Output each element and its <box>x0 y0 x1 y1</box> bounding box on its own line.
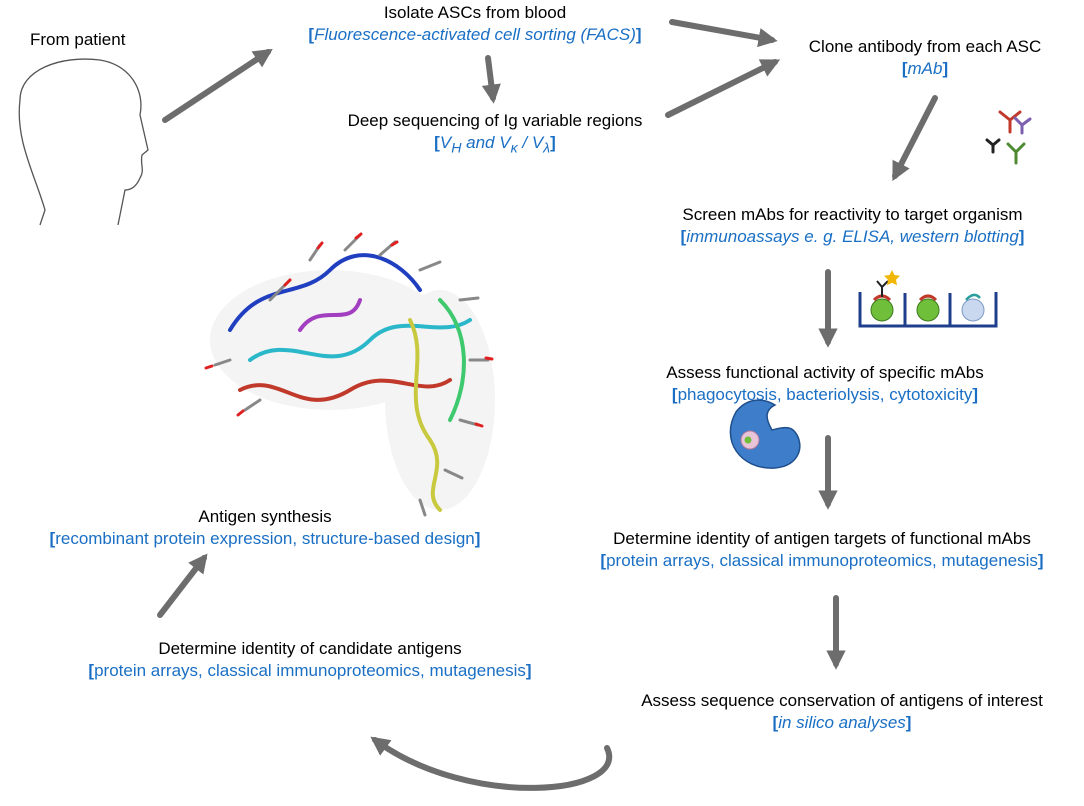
step-conservation-title: Assess sequence conservation of antigens… <box>641 691 1043 710</box>
step-sequence-title: Deep sequencing of Ig variable regions <box>347 111 643 130</box>
arrow-conservation-to-candidates <box>370 736 613 791</box>
step-identity-targets: Determine identity of antigen targets of… <box>560 528 1084 572</box>
step-conservation: Assess sequence conservation of antigens… <box>600 690 1084 734</box>
step-clone-method: [mAb] <box>901 59 949 78</box>
arrows <box>157 19 938 791</box>
arrow-clone-to-screen <box>892 95 938 182</box>
arrow-sequence-to-clone <box>665 59 781 118</box>
step-synthesis-title: Antigen synthesis <box>198 507 332 526</box>
step-synthesis: Antigen synthesis [recombinant protein e… <box>0 506 530 550</box>
step-sequence-method: [VH and Vκ / Vλ] <box>434 133 556 157</box>
step-assess: Assess functional activity of specific m… <box>620 362 1030 406</box>
antibody-icons <box>985 110 1032 165</box>
step-isolate: Isolate ASCs from blood [Fluorescence-ac… <box>275 2 675 46</box>
arrow-patient-to-isolate <box>162 48 273 123</box>
step-identity-targets-method: [protein arrays, classical immunoproteom… <box>600 551 1044 570</box>
step-isolate-title: Isolate ASCs from blood <box>383 3 567 22</box>
step-screen: Screen mAbs for reactivity to target org… <box>625 204 1080 248</box>
step-screen-method: [immunoassays e. g. ELISA, western blott… <box>680 227 1025 246</box>
patient-label: From patient <box>30 30 126 49</box>
step-identity-targets-title: Determine identity of antigen targets of… <box>613 529 1031 548</box>
step-assess-method: [phagocytosis, bacteriolysis, cytotoxici… <box>671 385 979 404</box>
arrow-isolate-to-sequence <box>481 55 501 104</box>
step-candidates-title: Determine identity of candidate antigens <box>158 639 462 658</box>
step-isolate-method: [Fluorescence-activated cell sorting (FA… <box>308 25 642 44</box>
step-conservation-method: [in silico analyses] <box>772 713 912 732</box>
phagocyte-icon <box>729 399 801 469</box>
step-clone-title: Clone antibody from each ASC <box>808 37 1042 56</box>
elisa-wells-icon <box>858 270 998 328</box>
arrow-isolate-to-clone <box>669 19 778 48</box>
head-profile-icon <box>18 58 149 226</box>
step-clone: Clone antibody from each ASC [mAb] <box>770 36 1080 80</box>
step-candidates-method: [protein arrays, classical immunoproteom… <box>88 661 532 680</box>
protein-structure-icon <box>204 232 495 517</box>
step-sequence: Deep sequencing of Ig variable regions [… <box>305 110 685 159</box>
step-synthesis-method: [recombinant protein expression, structu… <box>49 529 481 548</box>
arrow-candidates-to-synthesis <box>157 553 208 618</box>
step-assess-title: Assess functional activity of specific m… <box>666 363 984 382</box>
step-candidates: Determine identity of candidate antigens… <box>20 638 600 682</box>
step-screen-title: Screen mAbs for reactivity to target org… <box>682 205 1023 224</box>
